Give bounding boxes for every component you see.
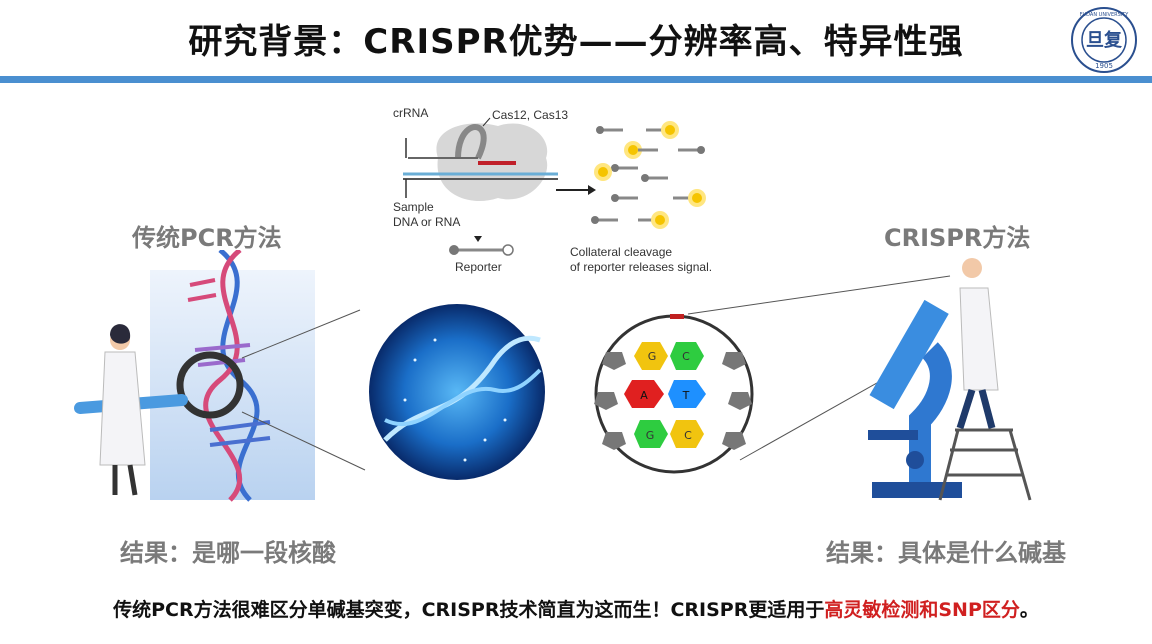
microscope-illustration xyxy=(687,258,1032,501)
base-g1: G xyxy=(648,350,657,363)
crispr-result: 结果：具体是什么碱基 xyxy=(826,539,1066,567)
zoom-line-right-bottom xyxy=(739,369,901,461)
crrna-loop xyxy=(455,124,487,160)
scientist-right xyxy=(956,258,999,430)
conclusion-highlight: 高灵敏检测和SNP区分 xyxy=(824,599,1020,621)
base-pair-diagram: G C A T G C xyxy=(594,314,754,474)
zoom-line-bottom xyxy=(241,411,366,471)
pcr-illustration xyxy=(74,250,366,502)
microscope xyxy=(868,299,962,498)
label-sample-dna: DNA or RNA xyxy=(393,215,461,229)
base-a: A xyxy=(640,389,648,402)
base-g2: G xyxy=(646,429,655,442)
logo-year: 1905 xyxy=(1095,62,1113,70)
zoom-line-right-top xyxy=(687,275,951,315)
label-cas: Cas12, Cas13 xyxy=(492,108,569,122)
dna-sphere-image xyxy=(369,304,545,480)
arrow-head xyxy=(588,185,596,195)
base-c1: C xyxy=(682,350,690,363)
magnifier-ring xyxy=(176,351,244,419)
base-c2: C xyxy=(684,429,692,442)
conclusion-prefix: 传统PCR方法很难区分单碱基突变，CRISPR技术简直为这而生！CRISPR更适… xyxy=(113,599,825,621)
label-collateral-2: of reporter releases signal. xyxy=(570,260,713,274)
ladder xyxy=(938,428,1032,501)
cleaved-reporters xyxy=(591,121,706,229)
label-crrna: crRNA xyxy=(393,106,429,120)
crispr-heading: CRISPR方法 xyxy=(884,224,1031,252)
label-sample: Sample xyxy=(393,200,434,214)
slide-title: 研究背景：CRISPR优势——分辨率高、特异性强 xyxy=(188,22,964,62)
logo-glyph: 旦复 xyxy=(1086,29,1123,51)
label-collateral: Collateral cleavage xyxy=(570,245,673,259)
conclusion-text: 传统PCR方法很难区分单碱基突变，CRISPR技术简直为这而生！CRISPR更适… xyxy=(0,595,1152,622)
logo-name: FUDAN UNIVERSITY xyxy=(1080,12,1130,18)
reporter-fluor xyxy=(502,244,514,256)
base-t: T xyxy=(682,389,690,402)
zoom-line-top xyxy=(241,309,361,359)
label-reporter: Reporter xyxy=(455,260,502,274)
pcr-result: 结果：是哪一段核酸 xyxy=(120,539,336,567)
crispr-mechanism-diagram xyxy=(403,117,706,256)
scientist-left xyxy=(99,324,146,496)
conclusion-suffix: 。 xyxy=(1019,599,1039,621)
title-underline-bar xyxy=(0,76,1152,83)
reporter-quencher xyxy=(449,245,459,255)
fudan-logo: 旦复 1905 FUDAN UNIVERSITY xyxy=(1071,7,1137,73)
pcr-heading: 传统PCR方法 xyxy=(132,224,282,252)
